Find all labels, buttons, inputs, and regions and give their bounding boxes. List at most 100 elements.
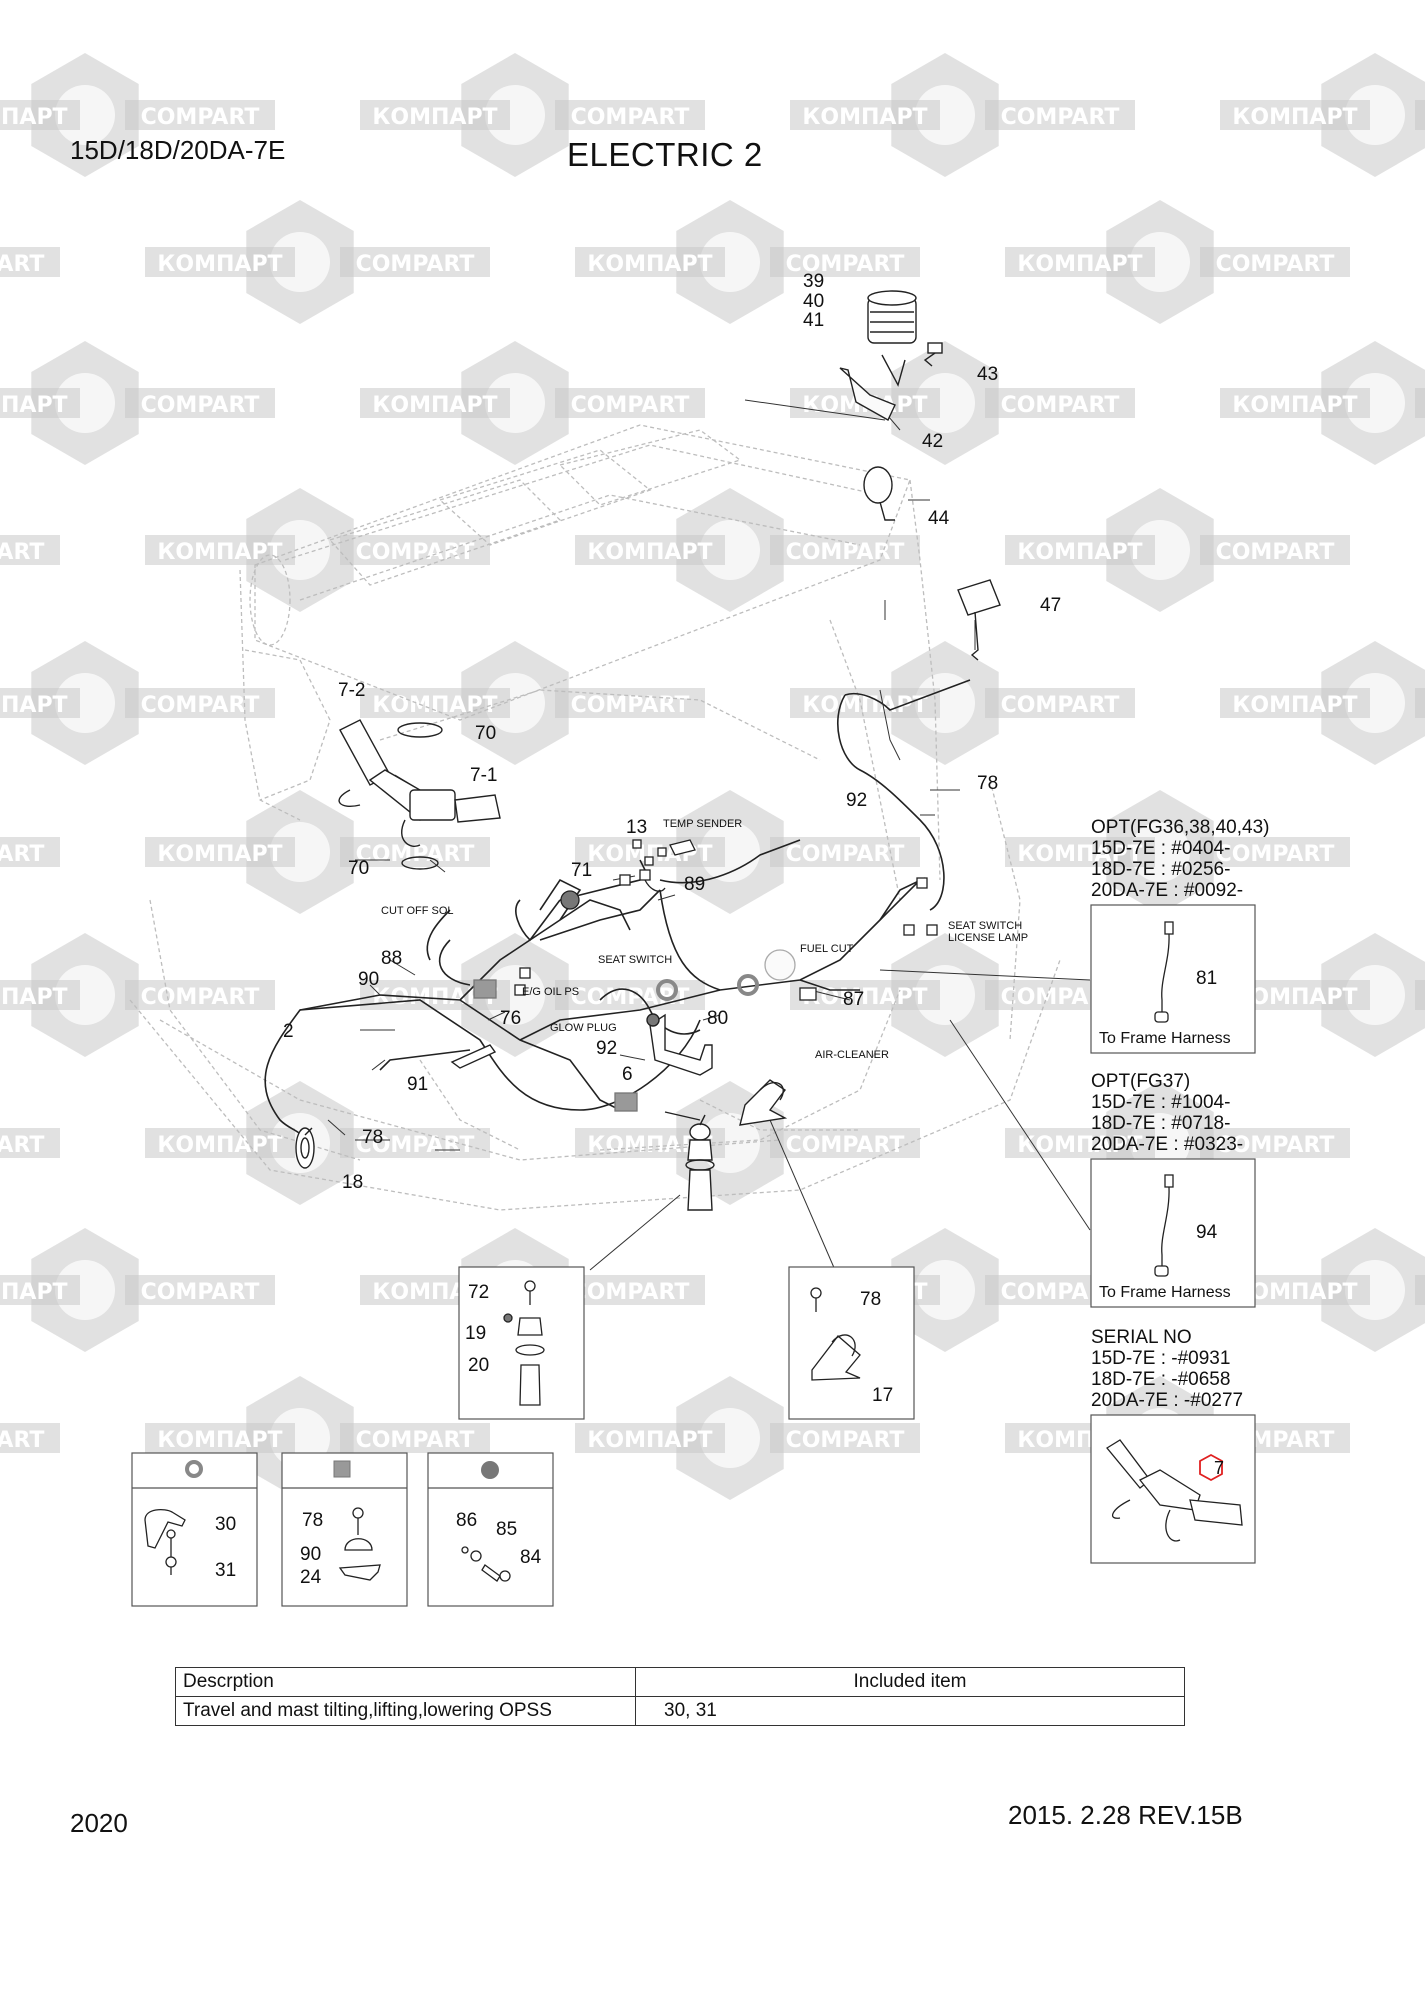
- table-cell-description: Travel and mast tilting,lifting,lowering…: [175, 1696, 636, 1726]
- option-header-fg36: OPT(FG36,38,40,43) 15D-7E : #0404- 18D-7…: [1091, 817, 1269, 901]
- callout-78-detail: 78: [860, 1289, 881, 1310]
- note-seat-switch: SEAT SWITCH: [598, 954, 672, 966]
- horn-44: [863, 466, 895, 521]
- note-eg-oil-ps: E/G OIL PS: [522, 986, 579, 998]
- note-temp-sender: TEMP SENDER: [663, 818, 742, 830]
- callout-70-bottom: 70: [348, 858, 369, 879]
- legend-box-circle-outline: 30 31: [131, 1452, 258, 1607]
- option-header-fg37: OPT(FG37) 15D-7E : #1004- 18D-7E : #0718…: [1091, 1071, 1243, 1155]
- callout-40: 40: [803, 291, 824, 312]
- option-line: SERIAL NO: [1091, 1327, 1192, 1348]
- callout-17: 17: [872, 1385, 893, 1406]
- callout-7: 7: [1214, 1458, 1224, 1478]
- annotation-notes: TEMP SENDER CUT OFF SOL E/G OIL PS SEAT …: [381, 818, 1028, 1061]
- option-line: 18D-7E : #0256-: [1091, 859, 1231, 880]
- table-cell-items: 30, 31: [635, 1696, 1185, 1726]
- option-box-81: 81 To Frame Harness: [1090, 904, 1256, 1054]
- option-line: OPT(FG36,38,40,43): [1091, 817, 1270, 838]
- callout-92-top: 92: [846, 790, 867, 811]
- callout-78-mid: 78: [362, 1127, 383, 1148]
- air-cleaner-bracket-17: [739, 1079, 788, 1126]
- callout-7-2: 7-2: [338, 680, 365, 701]
- callout-89: 89: [684, 874, 705, 895]
- page-title: ELECTRIC 2: [567, 136, 763, 173]
- callout-20: 20: [468, 1355, 489, 1376]
- bracket-6: [646, 1013, 713, 1076]
- option-header-serial: SERIAL NO 15D-7E : -#0931 18D-7E : -#065…: [1091, 1327, 1243, 1411]
- callout-78-legend: 78: [302, 1510, 323, 1531]
- callout-18: 18: [342, 1172, 363, 1193]
- combination-switch-7: [338, 719, 501, 870]
- detail-box-oil-ps: 72 19 20: [458, 1266, 585, 1420]
- option-line: 18D-7E : -#0658: [1091, 1369, 1231, 1390]
- callout-47: 47: [1040, 595, 1061, 616]
- callout-39: 39: [803, 271, 824, 292]
- callout-88: 88: [381, 948, 402, 969]
- option-line: 15D-7E : #0404-: [1091, 838, 1231, 859]
- callout-86: 86: [456, 1510, 477, 1531]
- callout-76: 76: [500, 1008, 521, 1029]
- callout-44: 44: [928, 508, 950, 529]
- option-line: 20DA-7E : #0323-: [1091, 1134, 1244, 1155]
- highlight-hexagon-icon: [1199, 1453, 1223, 1482]
- callout-41: 41: [803, 310, 824, 331]
- note-seat-switch-license-2: LICENSE LAMP: [948, 932, 1028, 944]
- callout-43: 43: [977, 364, 998, 385]
- callout-80: 80: [707, 1008, 728, 1029]
- callout-90: 90: [358, 969, 379, 990]
- option-box-7: 7: [1090, 1414, 1256, 1564]
- note-cut-off-sol: CUT OFF SOL: [381, 905, 454, 917]
- table-header-description: Descrption: [175, 1667, 636, 1697]
- temp-sender-13: [632, 839, 696, 892]
- beacon-lamp: [839, 290, 917, 421]
- lamp-47: [957, 579, 1001, 661]
- bolt-43: [923, 342, 943, 367]
- callout-70-top: 70: [475, 723, 496, 744]
- model-code: 15D/18D/20DA-7E: [70, 135, 286, 165]
- callout-84: 84: [520, 1547, 542, 1568]
- callout-72: 72: [468, 1282, 489, 1303]
- callout-19: 19: [465, 1323, 486, 1344]
- page-number: 2020: [70, 1808, 128, 1838]
- revision-date: 2015. 2.28 REV.15B: [1008, 1800, 1243, 1830]
- option-box-94: 94 To Frame Harness: [1090, 1158, 1256, 1308]
- callout-81: 81: [1196, 968, 1217, 989]
- note-fuel-cut: FUEL CUT: [800, 943, 854, 955]
- option-line: OPT(FG37): [1091, 1071, 1191, 1092]
- callout-91: 91: [407, 1074, 428, 1095]
- callout-94: 94: [1196, 1222, 1218, 1243]
- callout-24: 24: [300, 1567, 322, 1588]
- connector-clips: [473, 874, 938, 1112]
- callout-78-top: 78: [977, 773, 998, 794]
- included-items-table: Descrption Included item Travel and mast…: [175, 1667, 1185, 1726]
- callout-13: 13: [626, 817, 647, 838]
- note-air-cleaner: AIR-CLEANER: [815, 1049, 889, 1061]
- note-seat-switch-license-1: SEAT SWITCH: [948, 920, 1022, 932]
- option-line: 15D-7E : -#0931: [1091, 1348, 1231, 1369]
- legend-box-filled-circle: 86 85 84: [427, 1452, 554, 1607]
- note-glow-plug: GLOW PLUG: [550, 1022, 617, 1034]
- option-81-caption: To Frame Harness: [1099, 1030, 1231, 1047]
- bracket-91: [450, 1044, 497, 1069]
- callout-7-1: 7-1: [470, 765, 497, 786]
- callout-85: 85: [496, 1519, 517, 1540]
- legend-box-square: 78 90 24: [281, 1452, 408, 1607]
- option-line: 20DA-7E : #0092-: [1091, 880, 1244, 901]
- callout-30: 30: [215, 1514, 236, 1535]
- detail-box-bracket-17: 78 17: [788, 1266, 915, 1420]
- callout-87: 87: [843, 989, 864, 1010]
- callout-labels: 39 40 41 43 42 44 47 7-2 70 7-1 70 78 92…: [283, 271, 1061, 1193]
- horn-18: [295, 1127, 315, 1169]
- callout-90-legend: 90: [300, 1544, 321, 1565]
- callout-31: 31: [215, 1560, 236, 1581]
- table-header-included: Included item: [635, 1667, 1185, 1697]
- option-94-caption: To Frame Harness: [1099, 1284, 1231, 1301]
- table-row: Travel and mast tilting,lifting,lowering…: [175, 1696, 1185, 1726]
- callout-71: 71: [571, 860, 592, 881]
- callout-42: 42: [922, 431, 943, 452]
- table-header-row: Descrption Included item: [175, 1667, 1185, 1697]
- callout-6: 6: [622, 1064, 633, 1085]
- option-line: 20DA-7E : -#0277: [1091, 1390, 1244, 1411]
- oil-ps-assembly: [664, 1111, 715, 1211]
